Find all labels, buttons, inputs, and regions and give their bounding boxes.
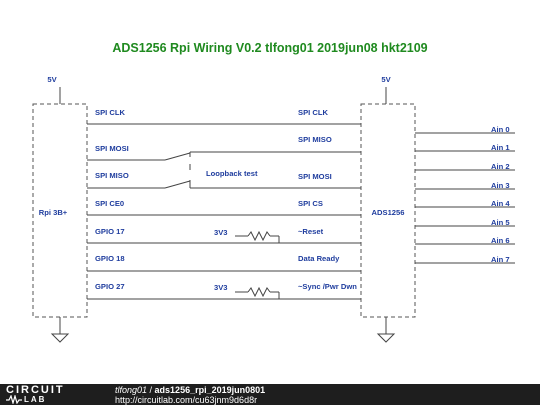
right-pin-label: SPI CS [298,199,323,208]
footer-credit: tlfong01 / ads1256_rpi_2019jun0801 [115,385,265,395]
ain-label: Ain 2 [491,162,510,171]
project-url-link[interactable]: http://circuitlab.com/cu63jnm9d6d8r [115,395,258,405]
ain-label: Ain 4 [491,199,510,208]
right-pin-label: SPI MOSI [298,172,332,181]
right-supply-label: 5V [381,75,391,84]
resistor-label: 3V3 [214,228,228,237]
credit-separator: / [147,385,155,395]
ain-label: Ain 3 [491,181,510,190]
project-name[interactable]: ads1256_rpi_2019jun0801 [154,385,266,395]
footer-bar: CIRCUIT LAB tlfong01 / ads1256_rpi_2019j… [0,384,540,405]
logo-wordmark: CIRCUIT [6,384,65,396]
right-pin-label: ~Sync /Pwr Dwn [298,282,357,291]
right-pin-label: SPI CLK [298,108,328,117]
pullup-resistor-1 [247,230,271,242]
left-pin-label: SPI CE0 [95,199,124,208]
right-pin-label: SPI MISO [298,135,332,144]
ads1256-block [360,103,416,318]
ain-label: Ain 0 [491,125,510,134]
ain-label: Ain 7 [491,255,510,264]
diagram-title: ADS1256 Rpi Wiring V0.2 tlfong01 2019jun… [112,41,427,55]
left-pin-label: SPI MOSI [95,144,129,153]
ain-label: Ain 5 [491,218,510,227]
circuitlab-logo[interactable]: CIRCUIT LAB [6,385,106,405]
author-link[interactable]: tlfong01 [115,385,148,395]
pullup-resistor-2 [247,286,271,298]
left-pin-label: GPIO 27 [95,282,125,291]
logo-wordmark-lab: LAB [24,395,47,404]
loopback-label: Loopback test [206,169,258,178]
left-pin-label: GPIO 18 [95,254,125,263]
mosi-switch-blade [164,152,191,161]
schematic-canvas: ADS1256 Rpi Wiring V0.2 tlfong01 2019jun… [32,41,515,343]
left-pin-label: GPIO 17 [95,227,125,236]
left-block-label: Rpi 3B+ [39,208,68,217]
left-ground-symbol [50,333,70,343]
ain-label: Ain 1 [491,143,510,152]
resistor-label: 3V3 [214,283,228,292]
left-pin-label: SPI CLK [95,108,125,117]
left-supply-label: 5V [47,75,57,84]
ain-label: Ain 6 [491,236,510,245]
right-pin-label: Data Ready [298,254,340,263]
miso-switch-blade [164,180,191,189]
logo-resistor-icon [6,395,22,404]
left-pin-label: SPI MISO [95,171,129,180]
right-pin-label: ~Reset [298,227,324,236]
right-ground-symbol [376,333,396,343]
right-block-label: ADS1256 [372,208,405,217]
